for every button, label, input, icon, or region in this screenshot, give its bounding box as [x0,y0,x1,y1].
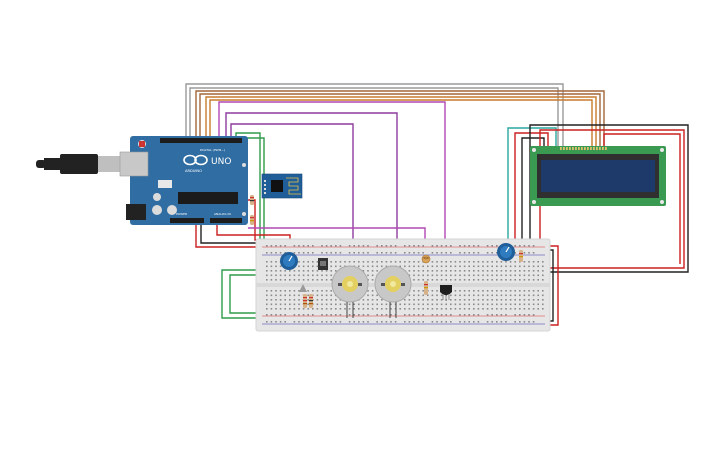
wire-brown-1 [195,90,605,148]
wire-red-lcd-1 [514,132,549,245]
wire-black-lcd-1 [521,137,545,245]
power-label: POWER [176,212,187,216]
power-header [170,218,204,223]
transistor-icon [440,285,452,301]
resistor-board-1 [250,195,254,205]
arduino-uno: UNO ARDUINO DIGITAL (PWM~) POWER ANALOG … [36,136,248,225]
wire-purple-2 [230,123,354,270]
dc-motor-2-icon [374,265,412,318]
board-model: UNO [211,157,231,167]
wire-black-power [200,225,268,244]
resistor-bb-3 [424,281,428,295]
analog-label: ANALOG IN [214,212,231,216]
wire-red-power [195,225,271,248]
wire-red-lcd-3 [603,133,681,264]
lcd-pins [560,147,607,150]
switch-icon[interactable] [318,258,328,270]
arduino-logo-icon [183,154,208,166]
resistor-bb-4 [519,250,523,262]
resistor-bb-1 [303,294,307,308]
board-brand: ARDUINO [185,169,202,173]
analog-header [210,218,242,223]
wire-purple-1 [225,112,398,270]
potentiometer-left-icon[interactable] [280,252,298,270]
potentiometer-right-icon[interactable] [497,243,515,261]
wire-gray-top-2 [189,87,559,148]
esp8266-module [261,173,303,199]
wire-orange-2 [209,99,593,148]
temperature-sensor-icon [299,284,307,292]
dc-motor-1-icon [331,265,369,318]
photoresistor-icon [421,254,431,264]
digital-label: DIGITAL (PWM~) [200,148,225,152]
esp-pins [264,180,266,194]
breadboard-holes [266,245,544,323]
digital-header [160,138,242,143]
usb-icon [36,154,120,174]
atmega-chip [178,192,238,204]
resistor-bb-2 [309,294,313,308]
resistor-board-2 [250,215,254,225]
wire-brown-2 [199,93,601,148]
wire-magenta [218,101,446,285]
wire-gray-top [185,83,564,148]
wire-orange-1 [205,96,597,148]
lcd-display [530,146,666,206]
